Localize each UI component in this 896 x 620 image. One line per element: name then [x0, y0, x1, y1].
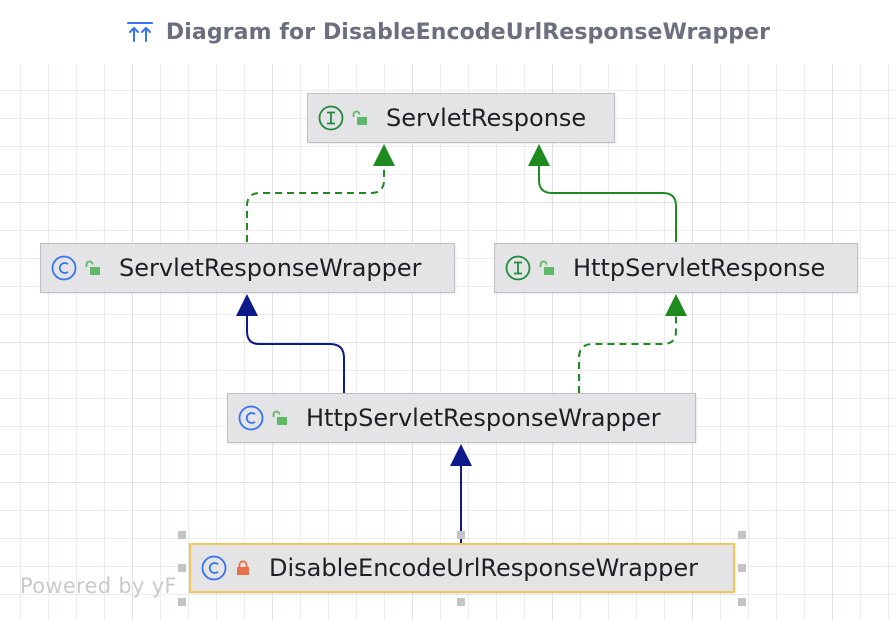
node-disable-encode-url-response-wrapper[interactable]: DisableEncodeUrlResponseWrapper	[189, 543, 735, 593]
selection-handle-left[interactable]	[178, 564, 186, 572]
arrowhead-hsr-sr	[528, 144, 550, 166]
diagram-title: Diagram for DisableEncodeUrlResponseWrap…	[165, 19, 771, 45]
canvas-grid	[0, 64, 896, 620]
class-icon	[201, 555, 227, 581]
selection-handle-top-left[interactable]	[178, 531, 186, 539]
arrowhead-hsrw-hsr	[665, 294, 687, 316]
diagram-header: Diagram for DisableEncodeUrlResponseWrap…	[0, 0, 896, 64]
private-lock-icon	[235, 560, 251, 576]
edge-hsrw-implements-hsr	[578, 316, 677, 393]
node-http-servlet-response-wrapper[interactable]: HttpServletResponseWrapper	[227, 393, 696, 443]
public-lock-icon	[352, 110, 368, 126]
public-lock-icon	[272, 410, 288, 426]
node-label: DisableEncodeUrlResponseWrapper	[269, 554, 698, 582]
hierarchy-icon	[126, 21, 154, 43]
node-http-servlet-response[interactable]: HttpServletResponse	[494, 243, 858, 293]
node-servlet-response-wrapper[interactable]: ServletResponseWrapper	[40, 243, 455, 293]
selection-handle-top-right[interactable]	[738, 531, 746, 539]
diagram-canvas[interactable]	[0, 64, 896, 620]
powered-by-watermark: Powered by yF	[20, 574, 177, 598]
node-label: ServletResponse	[386, 104, 587, 132]
selection-handle-right[interactable]	[738, 564, 746, 572]
edge-hsr-extends-sr	[538, 166, 677, 242]
selection-handle-bottom-right[interactable]	[738, 598, 746, 606]
node-servlet-response[interactable]: ServletResponse	[307, 93, 615, 143]
node-label: HttpServletResponse	[573, 254, 826, 282]
selection-handle-top[interactable]	[457, 531, 465, 539]
interface-icon	[505, 255, 531, 281]
arrowhead-deurw-hsrw	[450, 444, 472, 466]
edge-hsrw-extends-srw	[246, 316, 345, 393]
public-lock-icon	[85, 260, 101, 276]
class-icon	[238, 405, 264, 431]
selection-handle-bottom-left[interactable]	[178, 598, 186, 606]
arrowhead-srw-sr	[373, 144, 395, 166]
arrowhead-hsrw-srw	[236, 294, 258, 316]
interface-icon	[318, 105, 344, 131]
edge-srw-implements-sr	[246, 166, 385, 242]
class-icon	[51, 255, 77, 281]
node-label: HttpServletResponseWrapper	[306, 404, 661, 432]
node-label: ServletResponseWrapper	[119, 254, 422, 282]
public-lock-icon	[539, 260, 555, 276]
selection-handle-bottom[interactable]	[457, 598, 465, 606]
